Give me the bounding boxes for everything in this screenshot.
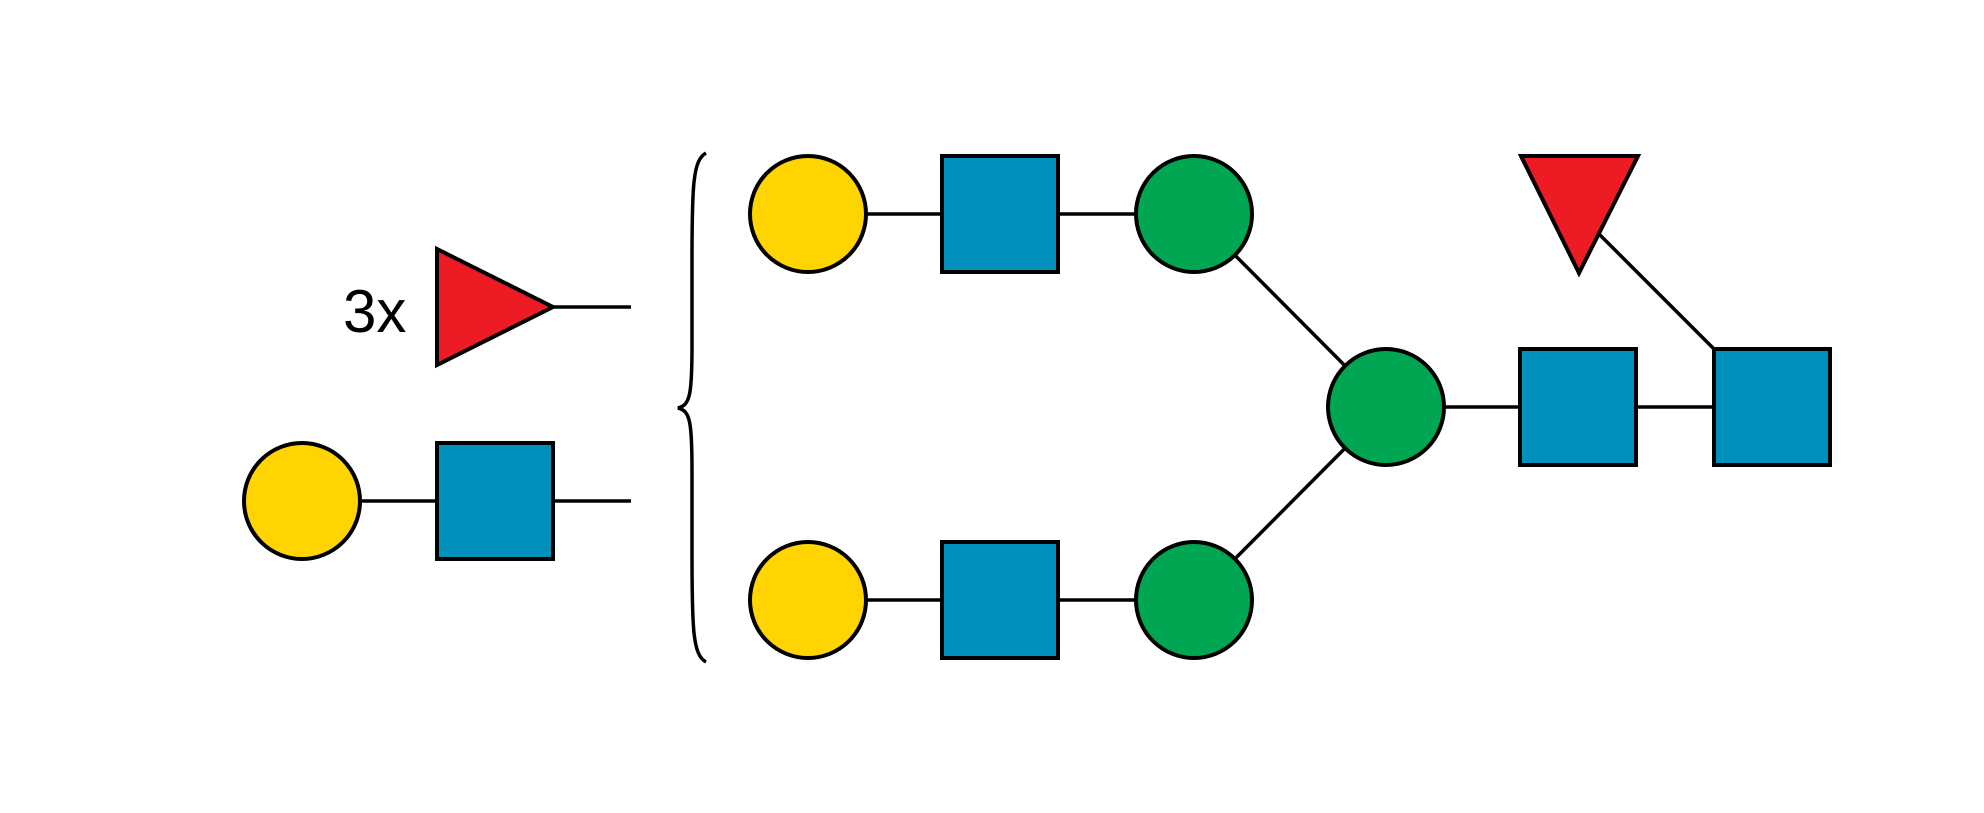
top-man-circle: [1134, 154, 1254, 274]
fucose-multiplier-label: 3x: [343, 278, 406, 345]
bottom-man-circle: [1134, 540, 1254, 660]
core-fucose-link: [1596, 231, 1716, 351]
reducing-glcnac-square: [1712, 347, 1832, 467]
core-fucose-triangle: [1517, 154, 1642, 278]
floating-glcnac-square: [435, 441, 555, 561]
top-glcnac-square: [940, 154, 1060, 274]
top-gal-circle: [748, 154, 868, 274]
floating-gal-circle: [242, 441, 362, 561]
attachment-brace: [677, 151, 707, 664]
core-glcnac-square: [1518, 347, 1638, 467]
floating-fucose-triangle: [435, 245, 558, 369]
bottom-glcnac-square: [940, 540, 1060, 660]
core-man-circle: [1326, 347, 1446, 467]
bottom-gal-circle: [748, 540, 868, 660]
